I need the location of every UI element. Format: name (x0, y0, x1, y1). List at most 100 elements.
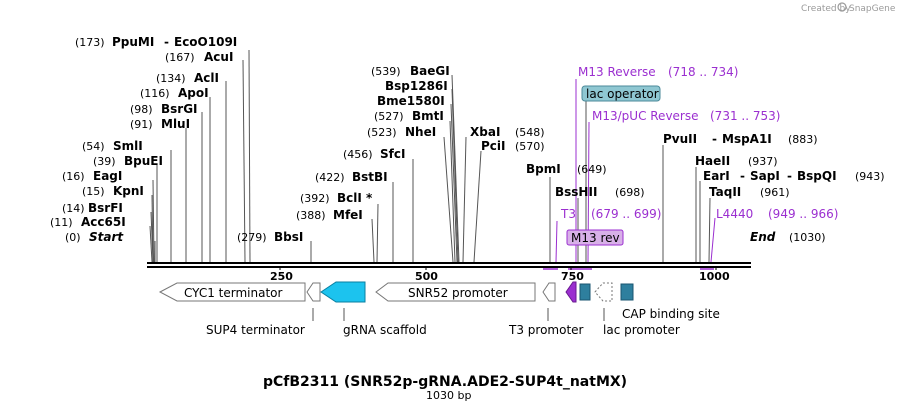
site-name-kpni: KpnI (113, 184, 144, 198)
site-name-pcii: PciI (481, 139, 506, 153)
site-pos-mlui: (91) (130, 118, 153, 131)
site-pos-bcli: (392) (300, 192, 330, 205)
site-pos-bspqi: (943) (855, 170, 885, 183)
site-name-nhei: NheI (405, 125, 436, 139)
site-name-ppumi: PpuMI (112, 35, 154, 49)
site-pos-kpni: (15) (82, 185, 105, 198)
feature-m13-rev-primer-arrow (565, 281, 577, 303)
site-pos-end: (1030) (789, 231, 826, 244)
site-name-acc65i: Acc65I (81, 215, 126, 229)
feature-cap-binding-site (620, 283, 634, 301)
site-pos-ppumi: (173) (75, 36, 105, 49)
site-name-eagi: EagI (93, 169, 122, 183)
tick-1000: 1000 (699, 270, 730, 283)
site-name-mfei: MfeI (333, 208, 363, 222)
site-name-taqii: TaqII (709, 185, 741, 199)
sequence-backbone (147, 262, 751, 270)
site-pos-apoi: (116) (140, 87, 170, 100)
site-name-acui: AcuI (204, 50, 233, 64)
site-name-bpmi: BpmI (526, 162, 561, 176)
primer-name-l4440: L4440 (716, 207, 753, 221)
site-pos-bsshii: (698) (615, 186, 645, 199)
tick-500: 500 (415, 270, 438, 283)
site-pos-mfei: (388) (296, 209, 326, 222)
site-pos-taqii: (961) (760, 186, 790, 199)
scale-ticks: 250 500 750 1000 (270, 270, 730, 283)
site-name-bcli: BclI * (337, 191, 373, 205)
snapgene-logo-icon (837, 2, 847, 12)
feature-lac-operator-box (579, 283, 591, 301)
feature-t3-promoter-arrow (542, 282, 556, 302)
credit-app: SnapGene (849, 4, 896, 14)
site-pos-pcii: (570) (515, 140, 545, 153)
snapgene-credit: Created by SnapGene (801, 2, 896, 14)
site-pos-eagi: (16) (62, 170, 85, 183)
site-pos-nhei: (523) (367, 126, 397, 139)
site-name-end: End (750, 230, 776, 244)
site-name-ecoo109i: EcoO109I (174, 35, 237, 49)
site-name-bspqi: BspQI (797, 169, 837, 183)
site-name-pvuii: PvuII (663, 132, 697, 146)
restriction-site-labels: (173) PpuMI - EcoO109I (167) AcuI (134) … (50, 35, 885, 244)
feature-label-snr52-promoter: SNR52 promoter (408, 286, 508, 300)
lac-operator-badge (581, 85, 661, 102)
site-name-mspa1i: MspA1I (722, 132, 772, 146)
svg-text:-: - (164, 35, 169, 49)
lac-operator-label: lac operator (586, 87, 659, 101)
primer-name-t3: T3 (560, 207, 576, 221)
site-name-bsp1286i: Bsp1286I (385, 79, 448, 93)
site-pos-haeii: (937) (748, 155, 778, 168)
svg-text:-: - (712, 132, 717, 146)
plasmid-name: pCfB2311 (SNR52p-gRNA.ADE2-SUP4t_natMX) (263, 374, 627, 390)
site-pos-acli: (134) (156, 72, 186, 85)
feature-lac-promoter-arrow (594, 282, 613, 302)
site-name-sfci: SfcI (380, 147, 405, 161)
feature-label-lac-promoter: lac promoter (603, 323, 680, 337)
feature-sup4-terminator-arrow (306, 282, 321, 302)
feature-label-sup4-terminator: SUP4 terminator (206, 323, 305, 337)
primer-range-l4440: (949 .. 966) (768, 207, 838, 221)
svg-text:-: - (740, 169, 745, 183)
site-name-haeii: HaeII (695, 154, 730, 168)
feature-grna-scaffold (320, 281, 366, 303)
site-name-bme1580i: Bme1580I (377, 94, 445, 108)
primer-name-m13-puc-reverse: M13/pUC Reverse (592, 109, 699, 123)
site-pos-bpuei: (39) (93, 155, 116, 168)
feature-label-cyc1-terminator: CYC1 terminator (184, 286, 283, 300)
site-name-bpuei: BpuEI (124, 154, 163, 168)
primer-range-m13-puc-reverse: (731 .. 753) (710, 109, 780, 123)
site-name-smli: SmlI (113, 139, 143, 153)
site-name-acli: AclI (194, 71, 219, 85)
site-pos-acc65i: (11) (50, 216, 73, 229)
feature-label-t3-promoter: T3 promoter (508, 323, 584, 337)
site-pos-start: (0) (65, 231, 81, 244)
tick-750: 750 (561, 270, 584, 283)
site-pos-xbai: (548) (515, 126, 545, 139)
primer-name-m13-rev: M13 rev (571, 231, 620, 245)
site-pos-bpmi: (649) (577, 163, 607, 176)
primer-name-m13-reverse: M13 Reverse (578, 65, 656, 79)
features: CYC1 terminator SUP4 terminator gRNA sca… (158, 281, 720, 337)
site-pos-mspa1i: (883) (788, 133, 818, 146)
primer-labels: M13 Reverse (718 .. 734) lac operator M1… (560, 65, 838, 246)
site-pos-bbsi: (279) (237, 231, 267, 244)
site-name-bsrgi: BsrGI (161, 102, 198, 116)
site-name-bsrfi: BsrFI (88, 201, 123, 215)
site-pos-bsrfi: (14) (62, 202, 85, 215)
site-name-bsshii: BssHII (555, 185, 597, 199)
primer-range-m13-reverse: (718 .. 734) (668, 65, 738, 79)
site-name-sapi: SapI (750, 169, 780, 183)
svg-text:-: - (787, 169, 792, 183)
site-name-bmti: BmtI (412, 109, 444, 123)
m13-rev-badge (566, 229, 624, 246)
credit-created-by: Created by (801, 4, 851, 14)
feature-cyc1-terminator (158, 282, 306, 302)
plasmid-length: 1030 bp (426, 389, 471, 402)
site-pos-bmti: (527) (374, 110, 404, 123)
site-name-apoi: ApoI (178, 86, 209, 100)
feature-label-cap-binding-site: CAP binding site (622, 307, 720, 321)
map-title: pCfB2311 (SNR52p-gRNA.ADE2-SUP4t_natMX) … (263, 374, 627, 402)
feature-label-grna-scaffold: gRNA scaffold (343, 323, 427, 337)
